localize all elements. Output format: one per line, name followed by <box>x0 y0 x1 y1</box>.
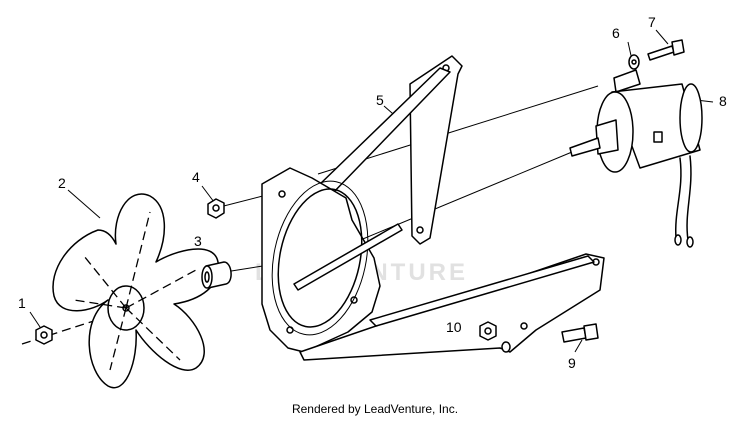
callout-9: 9 <box>568 355 576 371</box>
callout-3: 3 <box>194 233 202 249</box>
callout-1: 1 <box>18 295 26 311</box>
nut-4 <box>207 198 225 219</box>
fan <box>52 193 220 389</box>
spacer <box>201 261 232 289</box>
screw <box>647 39 685 61</box>
motor <box>569 69 703 248</box>
callout-4: 4 <box>192 169 200 185</box>
callout-7: 7 <box>648 14 656 30</box>
footer-credit: Rendered by LeadVenture, Inc. <box>291 402 459 416</box>
washer <box>628 54 640 70</box>
bolt <box>561 323 599 343</box>
callout-5: 5 <box>376 92 384 108</box>
callout-10: 10 <box>446 319 462 335</box>
callout-2: 2 <box>58 175 66 191</box>
callout-6: 6 <box>612 25 620 41</box>
nut-1 <box>35 325 53 345</box>
shroud-bracket <box>261 55 605 361</box>
callout-8: 8 <box>719 93 727 109</box>
nut-10 <box>479 321 497 341</box>
